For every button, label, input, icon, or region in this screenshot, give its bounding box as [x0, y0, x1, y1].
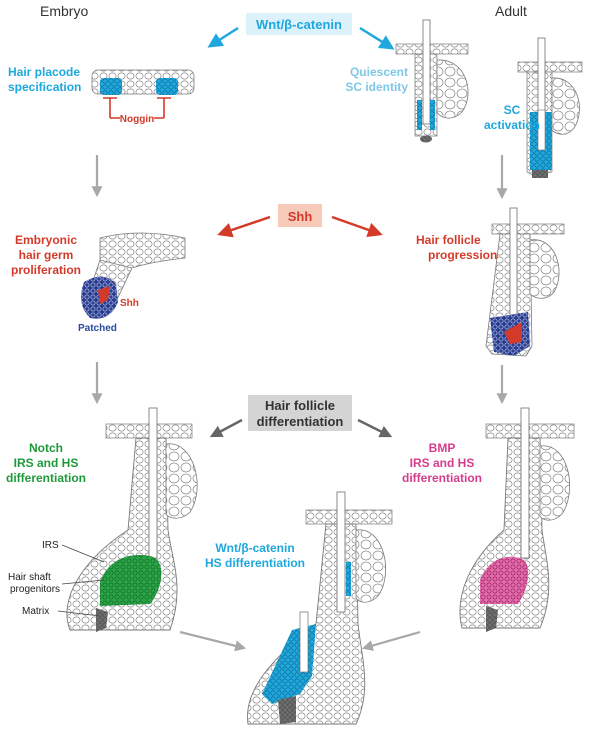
differentiation-arrow-right — [357, 418, 393, 438]
bmp-follicle — [459, 407, 575, 632]
hair-germ-shh-cells — [98, 286, 110, 304]
germ-label-line3: proliferation — [11, 263, 81, 277]
wnt-hs-follicle — [247, 491, 393, 725]
wnt-hs-label-line1: Wnt/β-catenin — [215, 541, 294, 555]
embryo-header: Embryo — [40, 3, 88, 19]
hs-prog-label-line2: progenitors — [10, 584, 60, 595]
wnt-signal-label: Wnt/β-catenin — [256, 17, 342, 32]
placode-epithelium — [91, 69, 195, 95]
differentiation-label-line2: differentiation — [257, 414, 344, 429]
wnt-arrow-right — [359, 26, 395, 50]
notch-label-line1: Notch — [29, 441, 63, 455]
progression-label-line2: progression — [428, 248, 497, 262]
noggin-inhibition-symbols — [103, 97, 171, 119]
notch-label-line2: IRS and HS — [14, 456, 79, 470]
adult-header: Adult — [495, 3, 527, 19]
bmp-label-line1: BMP — [429, 441, 456, 455]
differentiation-box — [248, 395, 352, 431]
bmp-label-line2: IRS and HS — [410, 456, 475, 470]
progression-shh-cells — [504, 322, 522, 344]
differentiation-label-line1: Hair follicle — [265, 398, 335, 413]
hair-germ — [81, 232, 186, 319]
notch-matrix-cells — [96, 608, 108, 632]
differentiation-arrow-left — [209, 418, 243, 438]
quiescent-label-line1: Quiescent — [350, 65, 408, 79]
germ-label-line1: Embryonic — [15, 233, 77, 247]
wnt-hs-sc-column — [346, 562, 351, 596]
notch-label-line3: differentiation — [6, 471, 86, 485]
shh-signal-box — [278, 204, 322, 227]
placode-label-line2: specification — [8, 80, 81, 94]
placode-cluster-right — [156, 78, 178, 95]
quiescent-sc-niche — [417, 100, 422, 130]
bmp-matrix-cells — [486, 606, 498, 632]
wnt-signal-box — [246, 13, 352, 35]
progression-label-line1: Hair follicle — [416, 233, 481, 247]
shh-arrow-right — [331, 215, 383, 238]
wnt-hs-label-line2: HS differentiation — [205, 556, 305, 570]
quiescent-follicle — [395, 19, 469, 143]
placode-label-line1: Hair placode — [8, 65, 80, 79]
placode-cluster-left — [100, 78, 122, 95]
matrix-pointer — [57, 610, 101, 617]
shh-signal-label: Shh — [288, 209, 313, 224]
converge-arrow-left — [179, 630, 247, 652]
quiescent-label-line2: SC identity — [345, 80, 408, 94]
germ-shh-label: Shh — [120, 298, 139, 309]
activated-follicle — [517, 37, 583, 178]
activation-label-line2: activation — [484, 118, 540, 132]
wnt-arrow-left — [207, 26, 239, 48]
activation-label-line1: SC — [504, 103, 521, 117]
noggin-label: Noggin — [120, 114, 154, 125]
bmp-pink-cells — [480, 556, 529, 604]
hs-prog-label-line1: Hair shaft — [8, 572, 51, 583]
hs-prog-pointer — [61, 579, 105, 585]
shh-arrow-left — [217, 215, 271, 238]
irs-label: IRS — [42, 540, 59, 551]
bmp-label-line3: differentiation — [402, 471, 482, 485]
converge-arrow-right — [361, 630, 421, 651]
progressing-follicle — [485, 207, 565, 357]
germ-label-line2: hair germ — [19, 248, 74, 262]
irs-pointer — [61, 544, 105, 563]
notch-follicle — [66, 407, 198, 632]
notch-green-cells — [100, 555, 162, 606]
matrix-label: Matrix — [22, 606, 49, 617]
patched-label: Patched — [78, 323, 117, 334]
wnt-hs-matrix-cells — [278, 696, 296, 724]
